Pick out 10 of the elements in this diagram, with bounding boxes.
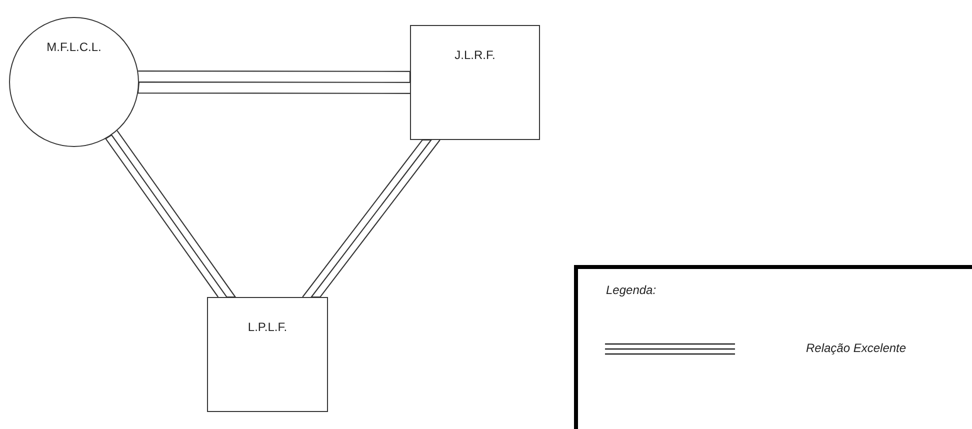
person-initials: M.F.L.C.L. [46,40,102,54]
person-box [410,25,540,140]
legend-heading: Legenda: [606,283,656,297]
triple-line-connector [104,130,236,298]
legend-text: Relação Excelente [806,341,906,355]
triple-line-connector [302,139,440,298]
person-initials: L.P.L.F. [248,320,288,334]
person-initials: J.L.R.F. [454,48,496,62]
person-box [207,297,328,412]
triple-line-connector [137,70,411,94]
